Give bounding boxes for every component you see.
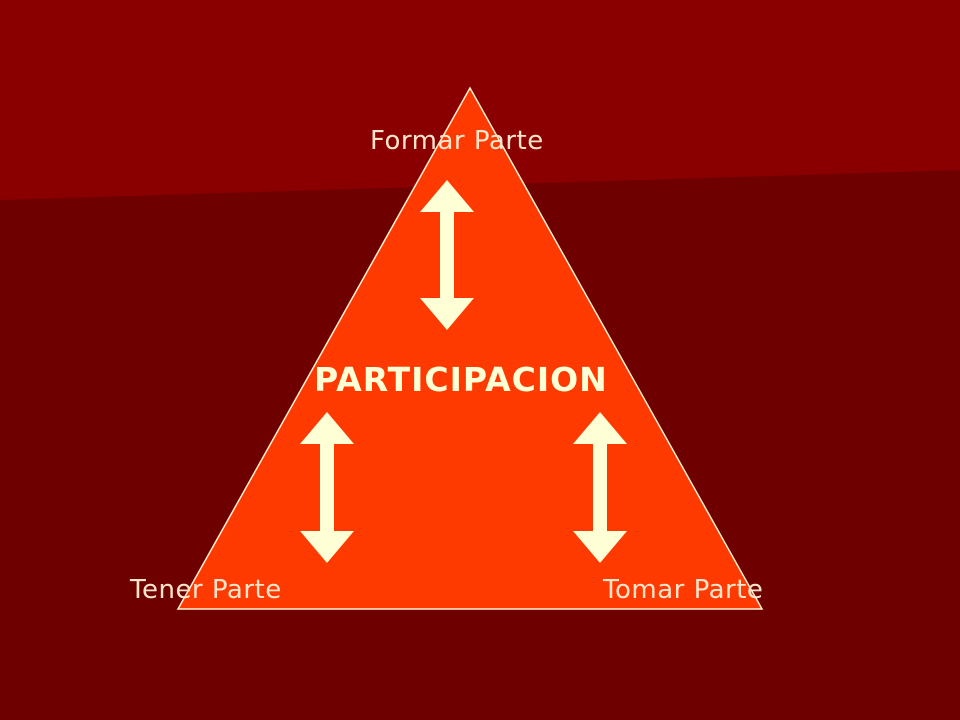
triangle-shape (176, 86, 764, 610)
left-double-arrow-icon (300, 412, 354, 563)
right-double-arrow-icon (573, 412, 627, 563)
background-wedge (0, 0, 960, 200)
center-label: PARTICIPACION (314, 360, 608, 399)
top-label: Formar Parte (370, 126, 544, 156)
bottom-left-label: Tener Parte (130, 575, 282, 605)
top-double-arrow-icon (420, 180, 474, 330)
bottom-right-label: Tomar Parte (603, 575, 764, 605)
